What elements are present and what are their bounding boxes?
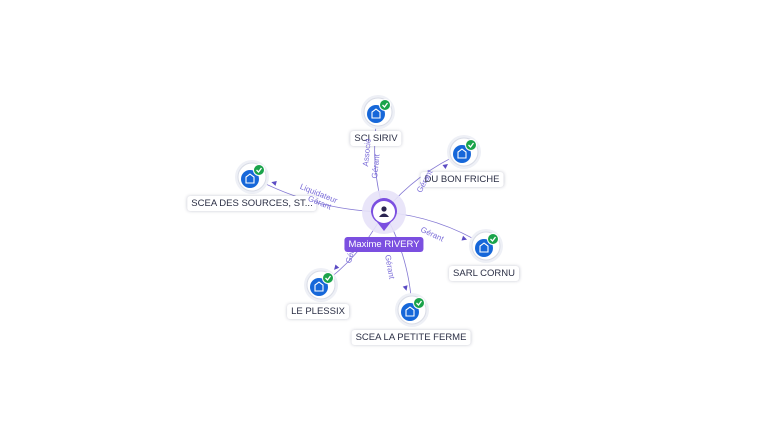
check-icon xyxy=(487,233,499,245)
company-name-label[interactable]: SCEA LA PETITE FERME xyxy=(351,330,471,345)
check-icon xyxy=(465,139,477,151)
edge-arrowhead xyxy=(461,235,468,241)
company-name-label[interactable]: DU BON FRICHE xyxy=(420,172,504,187)
building-glyph xyxy=(245,173,255,184)
person-icon xyxy=(379,206,389,217)
edge-arrowhead xyxy=(271,180,277,186)
building-glyph xyxy=(314,281,324,292)
check-icon xyxy=(322,272,334,284)
building-glyph xyxy=(405,306,415,317)
building-glyph xyxy=(457,148,467,159)
company-name-label[interactable]: SCEA DES SOURCES, ST... xyxy=(187,196,317,211)
check-icon xyxy=(413,297,425,309)
person-node[interactable] xyxy=(362,190,406,234)
company-node[interactable] xyxy=(447,135,481,169)
building-glyph xyxy=(479,242,489,253)
company-name-label[interactable]: SARL CORNU xyxy=(449,266,519,281)
edge-arrowhead xyxy=(402,285,408,291)
company-name-label[interactable]: LE PLESSIX xyxy=(287,304,349,319)
company-node[interactable] xyxy=(235,160,269,194)
company-name-label[interactable]: SCI SIRIV xyxy=(350,131,402,146)
company-node[interactable] xyxy=(304,268,338,302)
building-glyph xyxy=(371,108,381,119)
edge-arrowhead xyxy=(334,264,340,270)
edge-arrowhead xyxy=(442,164,448,169)
company-node[interactable] xyxy=(361,95,395,129)
check-icon xyxy=(379,99,391,111)
person-name-label[interactable]: Maxime RIVERY xyxy=(344,237,424,252)
company-node[interactable] xyxy=(395,293,429,327)
check-icon xyxy=(253,164,265,176)
company-node[interactable] xyxy=(469,229,503,263)
